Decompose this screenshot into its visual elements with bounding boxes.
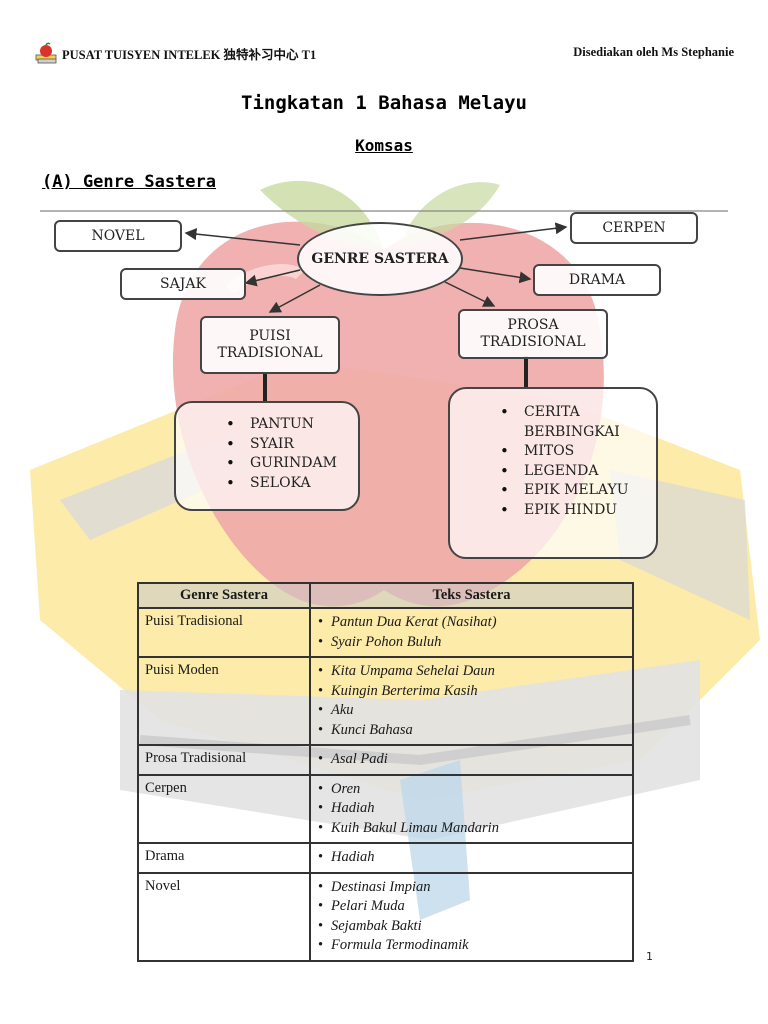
list-item: PANTUN [222, 415, 358, 435]
table-row: Novel Destinasi Impian Pelari Muda Sejam… [137, 871, 634, 962]
genre-cell: Puisi Tradisional [137, 607, 311, 658]
teks-item: Hadiah [317, 799, 626, 819]
teks-cell: Kita Umpama Sehelai Daun Kuingin Berteri… [309, 656, 634, 746]
teks-item: Sejambak Bakti [317, 917, 626, 937]
arrow-to-drama [459, 267, 532, 284]
teks-item: Kunci Bahasa [317, 721, 626, 741]
node-prosa-tradisional: PROSA TRADISIONAL [458, 309, 608, 359]
node-cerpen: CERPEN [570, 212, 698, 244]
teks-item: Hadiah [317, 848, 626, 868]
genre-cell: Novel [137, 871, 311, 962]
teks-cell: Oren Hadiah Kuih Bakul Limau Mandarin [309, 773, 634, 844]
genre-cell: Puisi Moden [137, 656, 311, 746]
teks-cell: Hadiah [309, 842, 634, 874]
prepared-by: Disediakan oleh Ms Stephanie [573, 45, 734, 59]
list-item: EPIK HINDU [496, 501, 636, 521]
teks-cell: Destinasi Impian Pelari Muda Sejambak Ba… [309, 871, 634, 962]
puisi-tradisional-list: PANTUN SYAIR GURINDAM SELOKA [174, 401, 360, 511]
list-item: SELOKA [222, 474, 358, 494]
genre-cell: Cerpen [137, 773, 311, 844]
table-row: Cerpen Oren Hadiah Kuih Bakul Limau Mand… [137, 773, 634, 844]
teks-sastera-table: Genre Sastera Teks Sastera Puisi Tradisi… [137, 582, 634, 962]
teks-item: Pelari Muda [317, 897, 626, 917]
node-novel: NOVEL [54, 220, 182, 252]
header-left: PUSAT TUISYEN INTELEK 独特补习中心 T1 [34, 42, 316, 64]
page-header: PUSAT TUISYEN INTELEK 独特补习中心 T1 Disediak… [34, 40, 734, 66]
table-row: Drama Hadiah [137, 842, 634, 874]
list-item: GURINDAM [222, 454, 358, 474]
column-header-genre: Genre Sastera [137, 582, 311, 609]
arrow-to-puisi [268, 284, 321, 313]
teks-cell: Pantun Dua Kerat (Nasihat) Syair Pohon B… [309, 607, 634, 658]
teks-item: Aku [317, 701, 626, 721]
prosa-tradisional-list: CERITA BERBINGKAI MITOS LEGENDA EPIK MEL… [448, 387, 658, 559]
teks-item: Syair Pohon Buluh [317, 633, 626, 653]
teks-item: Destinasi Impian [317, 878, 626, 898]
teks-item: Kita Umpama Sehelai Daun [317, 662, 626, 682]
table-row: Puisi Tradisional Pantun Dua Kerat (Nasi… [137, 607, 634, 658]
arrow-to-prosa [444, 281, 496, 307]
arrow-to-cerpen [459, 222, 568, 241]
teks-item: Pantun Dua Kerat (Nasihat) [317, 613, 626, 633]
arrow-to-novel [184, 228, 301, 246]
page-number: 1 [646, 950, 653, 963]
page-subtitle: Komsas [355, 136, 413, 155]
list-item: MITOS [496, 442, 636, 462]
node-sajak: SAJAK [120, 268, 246, 300]
tuition-centre-name: PUSAT TUISYEN INTELEK 独特补习中心 T1 [62, 47, 317, 62]
teks-item: Oren [317, 780, 626, 800]
list-item: EPIK MELAYU [496, 481, 636, 501]
table-row: Prosa Tradisional Asal Padi [137, 744, 634, 776]
list-item: SYAIR [222, 435, 358, 455]
teks-item: Asal Padi [317, 750, 626, 770]
node-genre-sastera: GENRE SASTERA [297, 222, 463, 296]
node-drama: DRAMA [533, 264, 661, 296]
apple-books-logo-icon [35, 42, 57, 64]
teks-cell: Asal Padi [309, 744, 634, 776]
section-heading: (A) Genre Sastera [42, 172, 216, 192]
column-header-teks: Teks Sastera [309, 582, 634, 609]
list-item: LEGENDA [496, 462, 636, 482]
arrow-to-sajak [244, 269, 301, 287]
teks-item: Formula Termodinamik [317, 936, 626, 956]
teks-item: Kuih Bakul Limau Mandarin [317, 819, 626, 839]
table-row: Puisi Moden Kita Umpama Sehelai Daun Kui… [137, 656, 634, 746]
genre-cell: Drama [137, 842, 311, 874]
page-title: Tingkatan 1 Bahasa Melayu [241, 92, 527, 114]
teks-item: Kuingin Berterima Kasih [317, 682, 626, 702]
node-puisi-tradisional: PUISI TRADISIONAL [200, 316, 340, 374]
list-item: CERITA BERBINGKAI [496, 403, 636, 442]
genre-cell: Prosa Tradisional [137, 744, 311, 776]
table-header-row: Genre Sastera Teks Sastera [137, 582, 634, 609]
